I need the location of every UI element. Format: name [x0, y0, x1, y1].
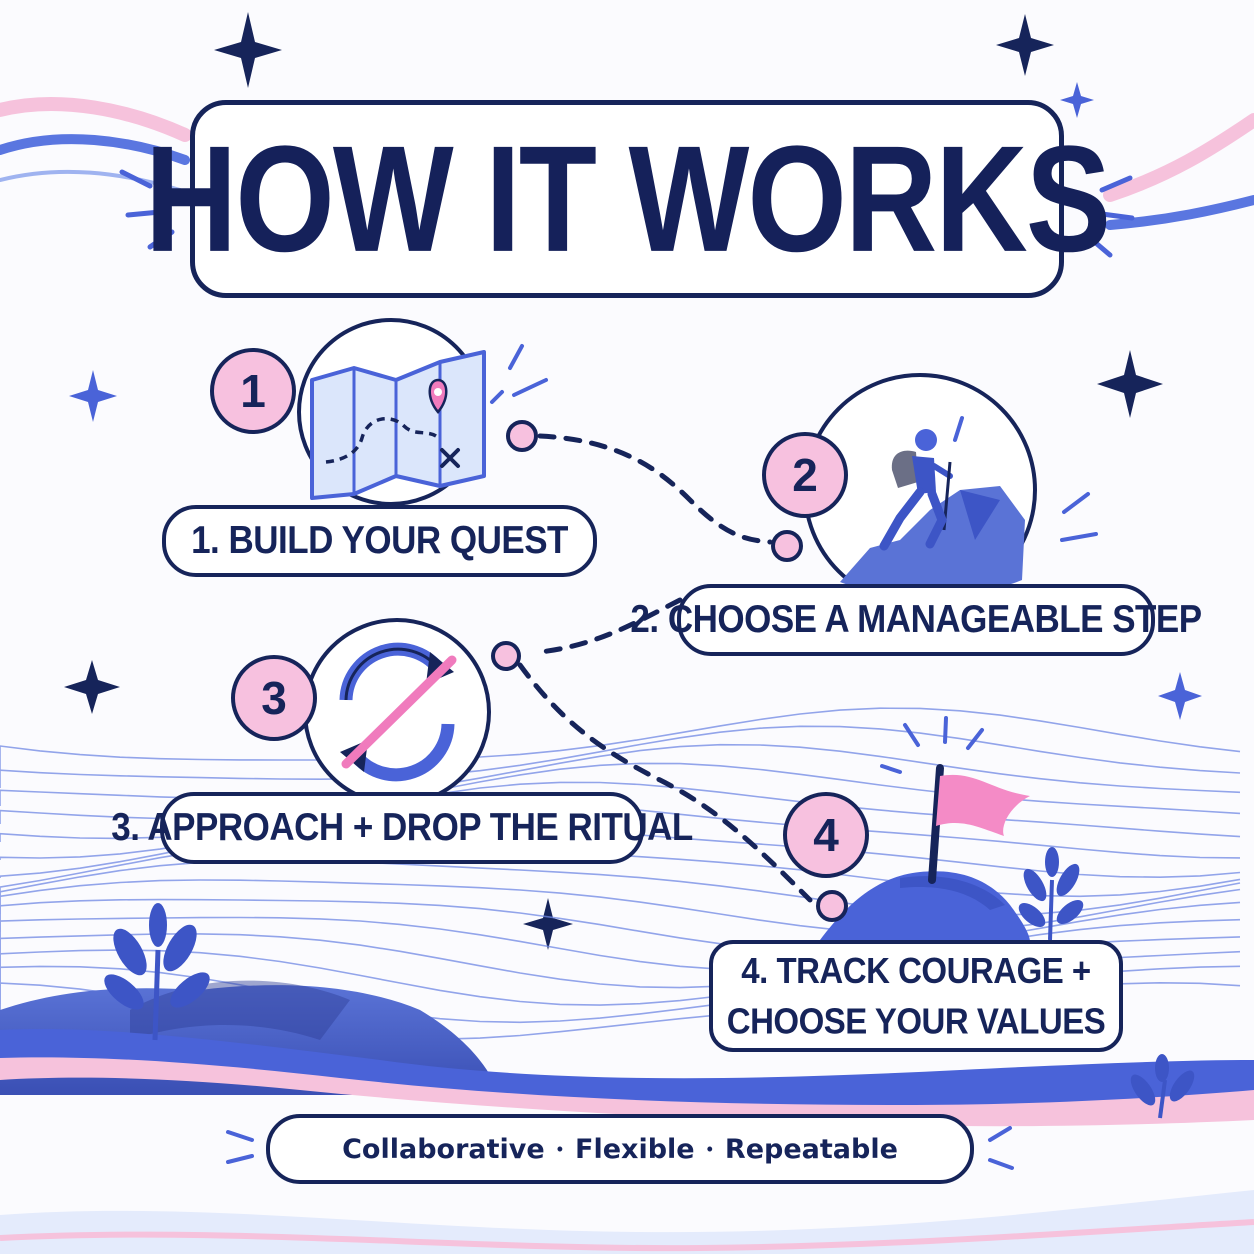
sparkle-icon — [1060, 82, 1094, 118]
step-4-illustration — [820, 716, 1030, 942]
step-4-label: 4. TRACK COURAGE + CHOOSE YOUR VALUES — [727, 945, 1106, 1046]
wave-line — [0, 879, 1241, 935]
plant-bottom-right-icon — [1130, 1054, 1195, 1119]
wave-line — [0, 725, 1241, 788]
step-3-label: 3. APPROACH + DROP THE RITUAL — [111, 806, 693, 849]
sparkle-icon — [996, 14, 1054, 76]
connector-path — [517, 433, 813, 903]
tag-flexible: Flexible — [575, 1133, 695, 1165]
step-3-illustration — [303, 618, 491, 806]
ribbon-top-right — [1103, 113, 1254, 230]
step-4-card: 4. TRACK COURAGE + CHOOSE YOUR VALUES — [709, 940, 1123, 1052]
step-2-label: 2. CHOOSE A MANAGEABLE STEP — [630, 598, 1202, 641]
step-2-card: 2. CHOOSE A MANAGEABLE STEP — [630, 584, 1202, 656]
connector-dots — [491, 420, 848, 922]
step-1-label: 1. BUILD YOUR QUEST — [191, 519, 568, 562]
step-1-card: 1. BUILD YOUR QUEST — [162, 505, 597, 577]
wave-line — [0, 898, 1241, 953]
page-title: HOW IT WORKS — [144, 114, 1111, 284]
sparkle-icon — [214, 12, 282, 88]
map-icon — [310, 350, 486, 500]
tagline-bar: Collaborative • Flexible • Repeatable — [266, 1114, 974, 1184]
step-3-card: 3. APPROACH + DROP THE RITUAL — [111, 792, 693, 864]
step-2-badge: 2 — [762, 432, 848, 518]
sparkle-icon — [1158, 672, 1202, 720]
step-4-badge: 4 — [783, 792, 869, 878]
burst-lines-tagline — [226, 1126, 1014, 1170]
sparkle-icon — [523, 898, 573, 950]
tag-repeatable: Repeatable — [724, 1133, 898, 1165]
bottom-hills — [0, 980, 1254, 1254]
tag-separator: • — [556, 1138, 564, 1159]
plant-left-icon — [104, 903, 210, 1041]
sparkle-stars — [64, 12, 1202, 950]
step-3-badge: 3 — [231, 655, 317, 741]
sparkle-icon — [69, 370, 117, 422]
plant-right-icon — [1018, 847, 1084, 941]
sparkle-icon — [1097, 350, 1163, 418]
tag-separator: • — [706, 1138, 713, 1159]
ribbon-top-left — [0, 97, 192, 192]
step-4-label-line-2: CHOOSE YOUR VALUES — [726, 1000, 1106, 1042]
summit-flag-icon — [928, 764, 1030, 884]
step-1-illustration — [297, 318, 548, 506]
hiker-icon — [879, 429, 953, 551]
title-box: HOW IT WORKS — [145, 100, 1111, 298]
step-4-label-line-1: 4. TRACK COURAGE + — [741, 949, 1091, 991]
step-2-illustration — [803, 373, 1098, 607]
step-1-badge: 1 — [210, 348, 296, 434]
tag-collaborative: Collaborative — [342, 1133, 545, 1165]
sparkle-icon — [64, 660, 120, 714]
burst-lines-title — [119, 169, 1135, 258]
cycle-cancel-icon — [339, 642, 457, 782]
